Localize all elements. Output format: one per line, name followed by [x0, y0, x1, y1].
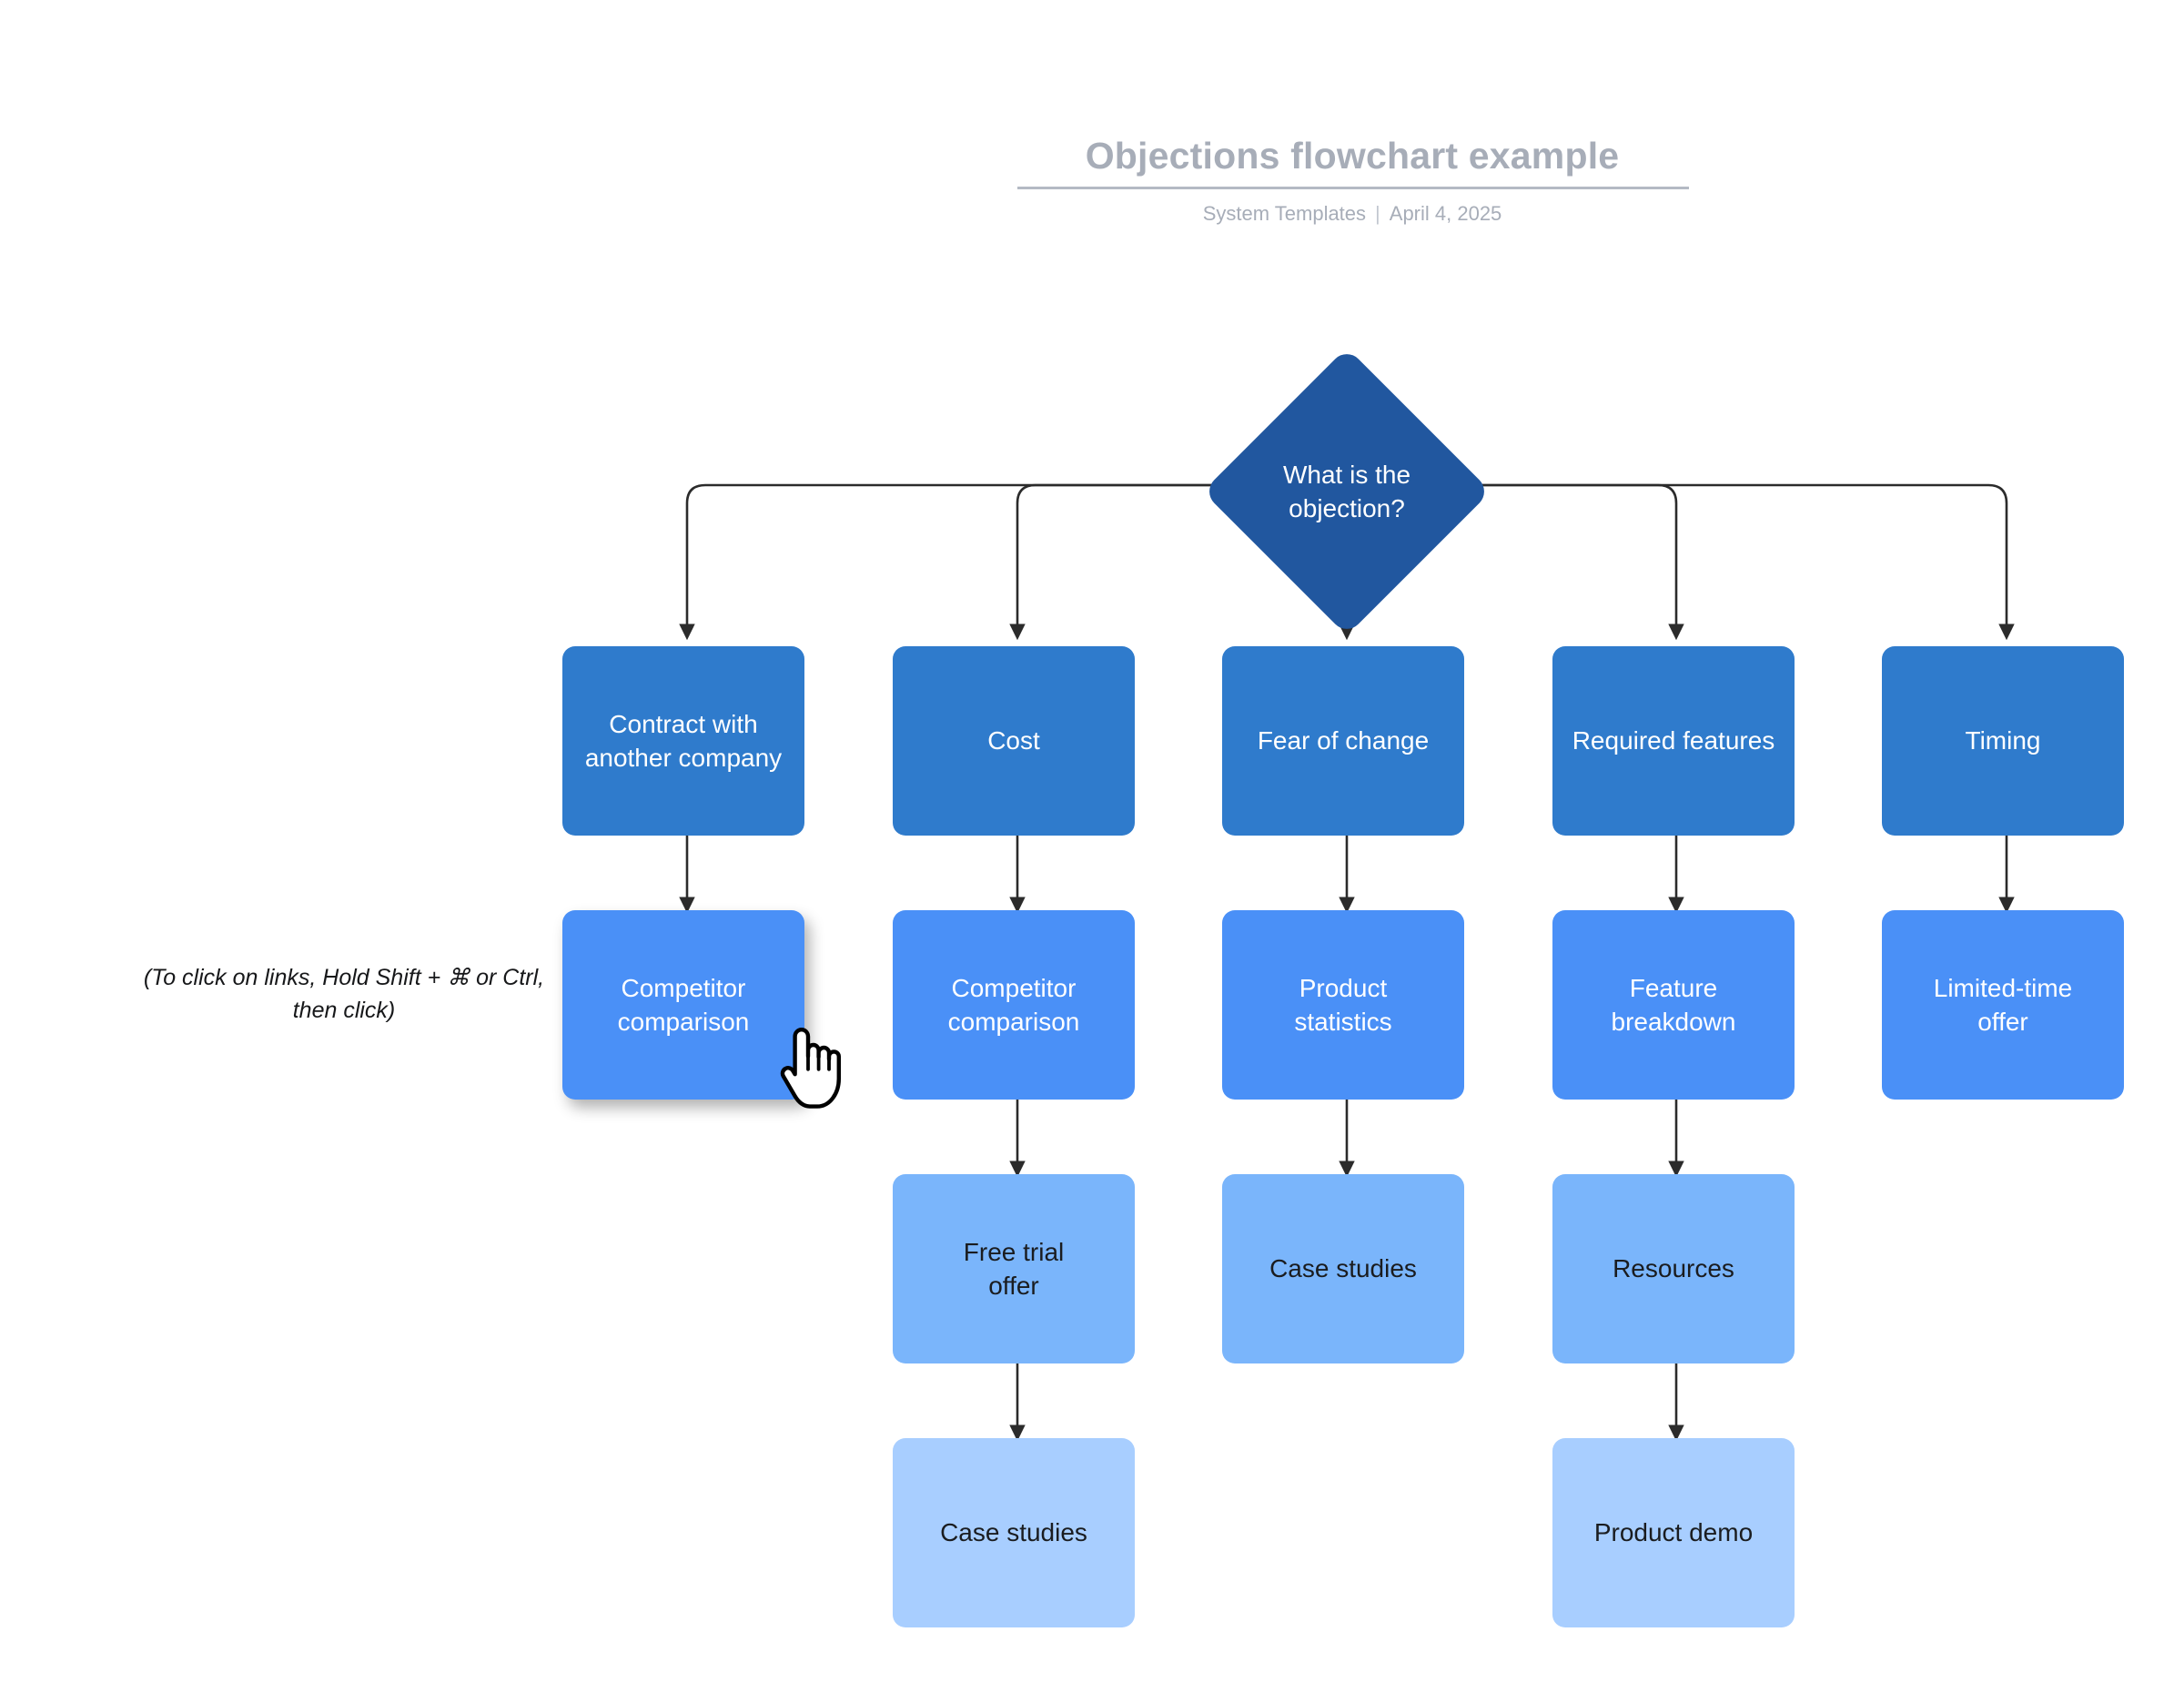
document-meta: System Templates | April 4, 2025	[1016, 202, 1689, 226]
decision-node-what-is-the-objection[interactable]: What is the objection?	[1202, 347, 1491, 636]
node-fear-of-change[interactable]: Fear of change	[1222, 646, 1464, 836]
edge-decision-required-features	[1449, 483, 1684, 641]
node-required-features[interactable]: Required features	[1552, 646, 1795, 836]
node-resources[interactable]: Resources	[1552, 1174, 1795, 1363]
node-feature-breakdown[interactable]: Feature breakdown	[1552, 910, 1795, 1100]
node-limited-time-offer[interactable]: Limited-time offer	[1882, 910, 2124, 1100]
edge-decision-cost	[1009, 483, 1245, 641]
node-product-demo[interactable]: Product demo	[1552, 1438, 1795, 1627]
node-free-trial-offer[interactable]: Free trial offer	[893, 1174, 1135, 1363]
title-divider	[1017, 187, 1689, 189]
node-case-studies-cost-branch[interactable]: Case studies	[893, 1438, 1135, 1627]
node-case-studies-fear-branch[interactable]: Case studies	[1222, 1174, 1464, 1363]
node-competitor-comparison-cost[interactable]: Competitor comparison	[893, 910, 1135, 1100]
node-cost[interactable]: Cost	[893, 646, 1135, 836]
link-instructions-note: (To click on links, Hold Shift + ⌘ or Ct…	[143, 965, 545, 1024]
document-author: System Templates	[1202, 202, 1367, 225]
decision-node-label: What is the objection?	[1282, 460, 1411, 522]
node-timing[interactable]: Timing	[1882, 646, 2124, 836]
edge-decision-timing	[1449, 483, 2015, 641]
node-contract-with-another-company[interactable]: Contract with another company	[562, 646, 804, 836]
edge-decision-contract	[679, 483, 1245, 641]
node-competitor-comparison-contract[interactable]: Competitor comparison	[562, 910, 804, 1100]
page-title: Objections flowchart example	[1085, 135, 1620, 177]
meta-separator: |	[1375, 202, 1380, 225]
node-product-statistics[interactable]: Product statistics	[1222, 910, 1464, 1100]
document-date: April 4, 2025	[1389, 202, 1502, 225]
